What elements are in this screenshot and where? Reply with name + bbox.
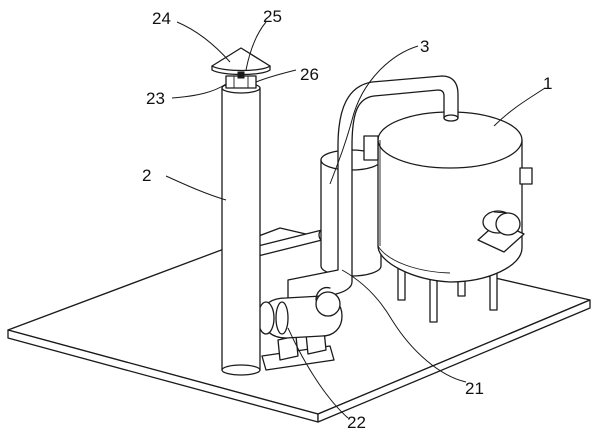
- label-23: 23: [146, 89, 165, 108]
- leader-3: [329, 45, 419, 185]
- leader-24: [176, 21, 231, 63]
- label-26: 26: [300, 65, 319, 84]
- leader-lines: [165, 21, 546, 419]
- leader-21: [341, 269, 467, 383]
- label-3: 3: [420, 37, 429, 56]
- pipe-21: [287, 75, 459, 301]
- label-25: 25: [263, 7, 282, 26]
- label-1: 1: [543, 74, 552, 93]
- reference-numerals: 1 2 3 21 22 23 24 25 26: [142, 7, 552, 432]
- leader-26: [255, 69, 297, 83]
- chimney: [221, 75, 261, 376]
- label-21: 21: [465, 379, 484, 398]
- main-tank: [363, 111, 533, 283]
- tank-motor: [477, 210, 525, 253]
- rain-cap: [211, 47, 271, 79]
- label-24: 24: [152, 9, 171, 28]
- cap-support: [237, 71, 245, 79]
- leader-1: [493, 87, 546, 127]
- pump: [257, 286, 343, 371]
- leader-2: [165, 175, 227, 201]
- leader-22: [287, 327, 349, 419]
- label-2: 2: [142, 166, 151, 185]
- leader-23: [171, 83, 227, 99]
- label-22: 22: [347, 413, 366, 432]
- leader-25: [245, 21, 267, 71]
